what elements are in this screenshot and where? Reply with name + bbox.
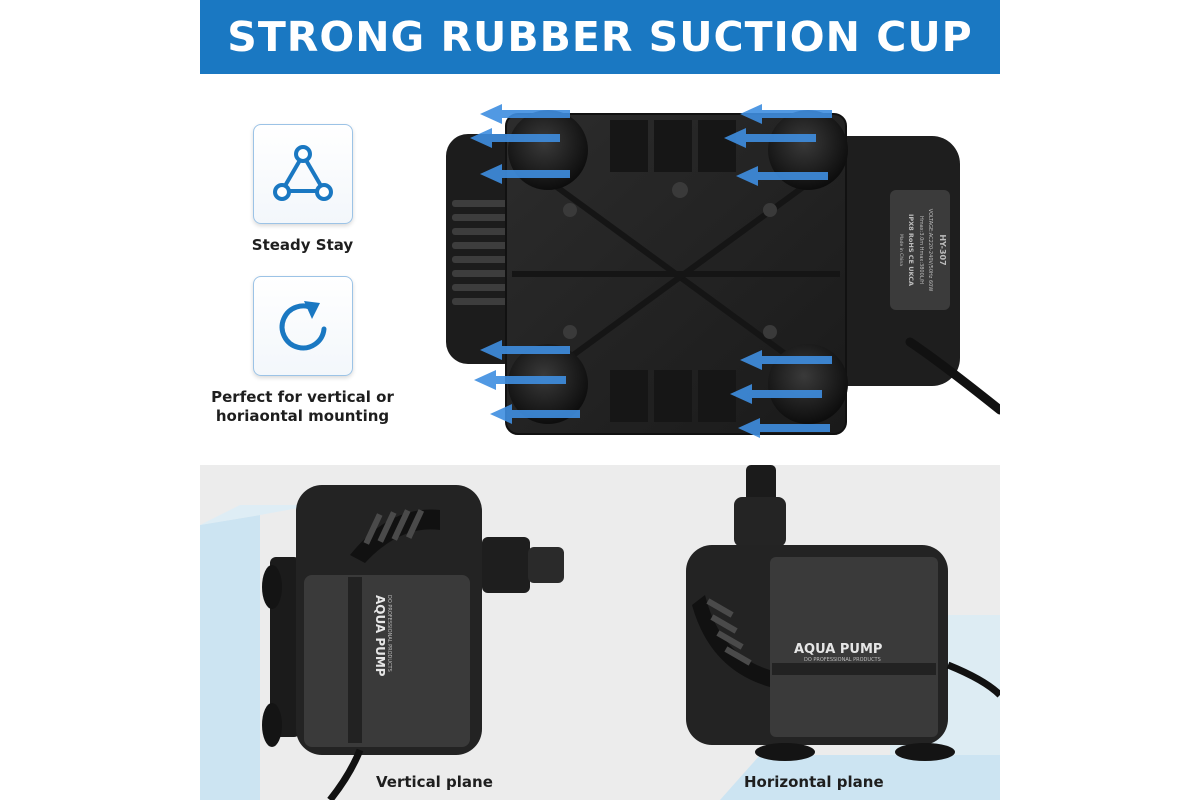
mounting-examples: AQUA PUMP DO PROFESSIONAL PRODUCTS xyxy=(200,465,1000,800)
feature-mounting: Perfect for vertical or horiaontal mount… xyxy=(200,276,405,426)
power-cable xyxy=(905,337,1000,415)
spec-label-plate xyxy=(890,190,950,310)
feature-label: Steady Stay xyxy=(251,236,354,254)
pump-horizontal: AQUA PUMP DO PROFESSIONAL PRODUCTS xyxy=(686,465,1000,761)
product-image: STRONG RUBBER SUCTION CUP Steady Stay xyxy=(200,0,1000,800)
title-banner: STRONG RUBBER SUCTION CUP xyxy=(200,0,1000,74)
feature-icon-box xyxy=(252,124,353,224)
triangle-nodes-icon xyxy=(272,145,333,201)
glass-panel-left xyxy=(200,515,260,800)
pump-vertical: AQUA PUMP DO PROFESSIONAL PRODUCTS xyxy=(262,485,564,800)
spec-line-1: VOLTAGE:AC220-240V/50Hz 60W xyxy=(927,209,933,292)
vertical-pump-brand: AQUA PUMP xyxy=(373,595,387,677)
screw-holes xyxy=(563,182,777,339)
feature-icon-box xyxy=(252,276,353,376)
vertical-pump-sub: DO PROFESSIONAL PRODUCTS xyxy=(386,595,392,672)
banner-title: STRONG RUBBER SUCTION CUP xyxy=(227,13,973,61)
origin-text: Made in China xyxy=(898,234,904,266)
feature-label-line-2: horiaontal mounting xyxy=(215,407,390,425)
horizontal-pump-sub: DO PROFESSIONAL PRODUCTS xyxy=(804,657,881,663)
rib-slots xyxy=(610,120,736,422)
pump-underside-illustration: HY-307 VOLTAGE:AC220-240V/50Hz 60W Hmax:… xyxy=(446,104,1000,438)
caption-vertical-plane: Vertical plane xyxy=(376,773,493,791)
caption-horizontal-plane: Horizontal plane xyxy=(744,773,884,791)
glass-floor-right xyxy=(720,755,1000,800)
glass-panel-left-top xyxy=(200,505,315,525)
model-number: HY-307 xyxy=(938,234,947,265)
cert-marks: IPX8 RoHS CE UKCA xyxy=(907,214,915,286)
horizontal-pump-brand: AQUA PUMP xyxy=(794,642,882,657)
suction-arrows xyxy=(470,104,832,438)
feature-label: Perfect for vertical or horiaontal mount… xyxy=(200,388,405,426)
spec-label: HY-307 VOLTAGE:AC220-240V/50Hz 60W Hmax:… xyxy=(898,209,947,292)
spec-line-2: Hmax:3.0m Hmax:3800L/H xyxy=(918,216,924,284)
rotate-arrow-icon xyxy=(279,301,326,351)
feature-label-line-1: Perfect for vertical or xyxy=(211,388,394,406)
feature-steady-stay: Steady Stay xyxy=(200,124,405,255)
vent-slots xyxy=(452,200,512,305)
mounting-scene: AQUA PUMP DO PROFESSIONAL PRODUCTS xyxy=(200,465,1000,800)
